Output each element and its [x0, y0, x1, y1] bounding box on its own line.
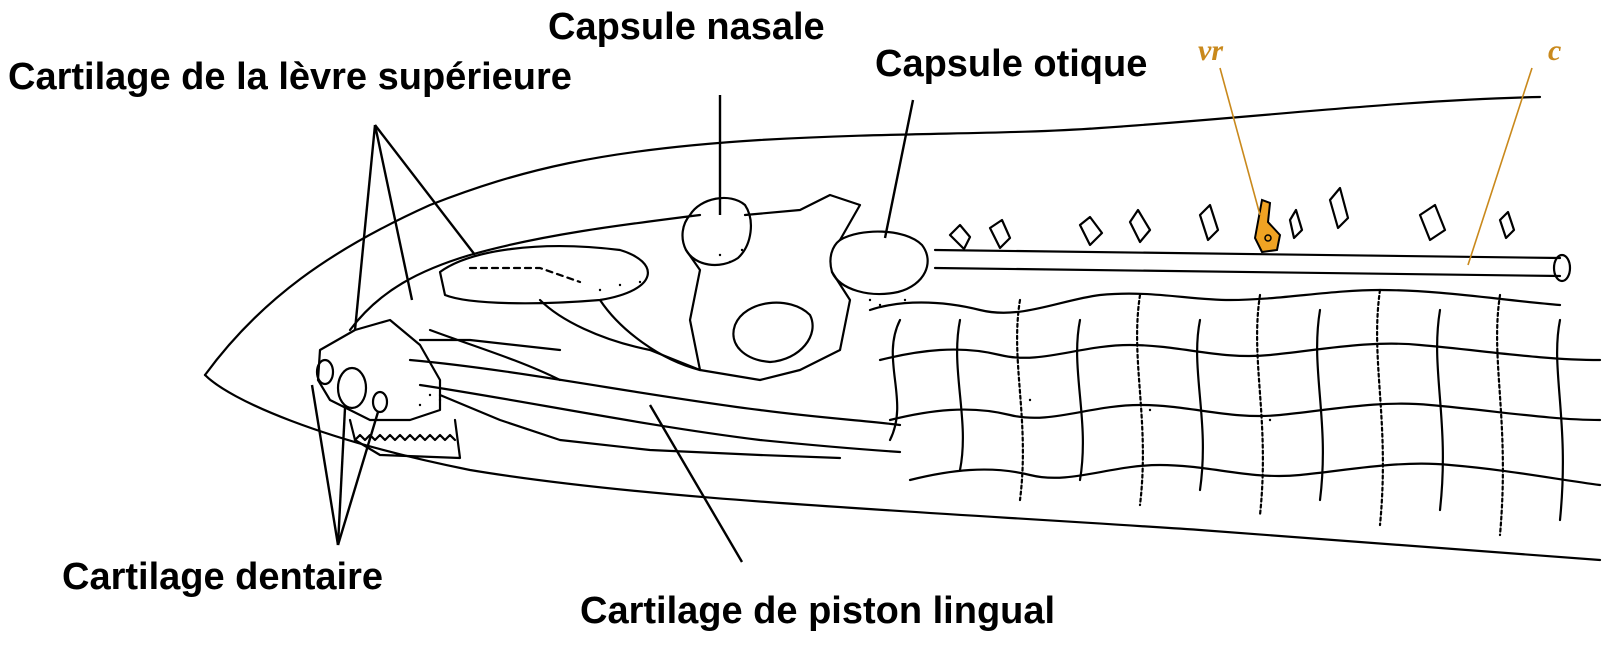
label-capsule-otique: Capsule otique	[875, 45, 1147, 83]
label-c: c	[1548, 36, 1561, 66]
lingual-piston-cartilage	[410, 360, 900, 452]
arcualia	[950, 188, 1514, 249]
label-cartilage-levre: Cartilage de la lèvre supérieure	[8, 58, 572, 96]
label-cartilage-piston: Cartilage de piston lingual	[580, 592, 1055, 630]
label-capsule-nasale: Capsule nasale	[548, 8, 825, 46]
stippling	[419, 249, 1271, 421]
cranium	[686, 195, 860, 380]
nasal-capsule	[683, 198, 751, 265]
dental-cartilage	[318, 320, 440, 420]
label-cartilage-dentaire: Cartilage dentaire	[62, 558, 383, 596]
notochord	[935, 250, 1560, 276]
label-vr: vr	[1198, 36, 1223, 66]
branchial-basket	[870, 290, 1600, 485]
leader-lines	[312, 95, 913, 562]
otic-capsule	[830, 232, 927, 294]
